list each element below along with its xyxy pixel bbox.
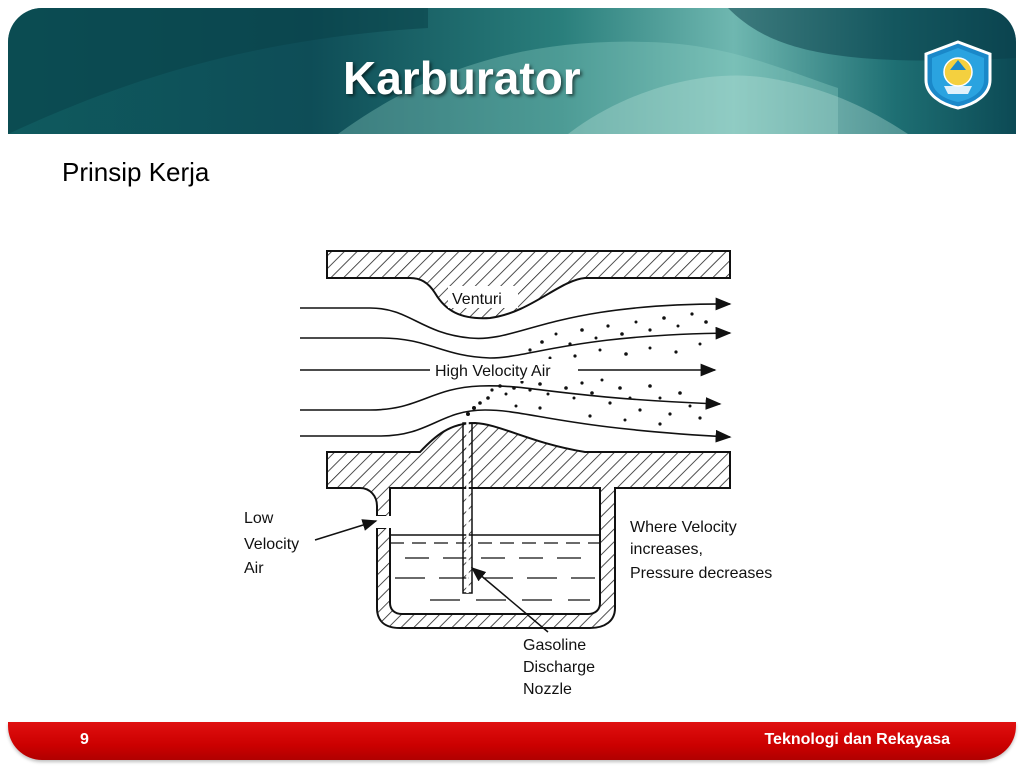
tut-wuri-handayani-emblem-icon [924,40,992,110]
carburetor-venturi-diagram: Venturi High Velocity Air Low Velocity A… [244,250,772,698]
airflow-line-5 [300,409,732,443]
slide-subtitle: Prinsip Kerja [62,157,210,187]
nozzle-pointer-arrow [470,567,549,633]
nozzle-label-line-3: Nozzle [523,681,572,698]
high-velocity-air-label: High Velocity Air [435,363,551,380]
nozzle-label-line-2: Discharge [523,659,595,676]
airflow-line-1 [300,297,732,340]
float-bowl [389,487,601,615]
venturi-label: Venturi [452,291,502,308]
venturi-top-wall [326,250,731,320]
low-velocity-air-arrow [314,519,378,541]
footer-text: Teknologi dan Rekayasa [764,731,950,748]
header-swoosh-decoration [8,8,1016,134]
low-velocity-air-label-line-1: Low [244,510,274,527]
where-velocity-label-line-3: Pressure decreases [630,565,772,582]
vent-opening [374,516,392,528]
where-velocity-label-line-1: Where Velocity [630,519,737,536]
slide-header [8,8,1016,134]
page-number: 9 [80,731,89,748]
low-velocity-air-label-line-3: Air [244,560,264,577]
slide-title: Karburator [343,52,581,104]
where-velocity-label-line-2: increases, [630,541,703,558]
low-velocity-air-label-line-2: Velocity [244,536,299,553]
airflow-line-4 [300,385,722,411]
slide-footer [8,722,1016,760]
nozzle-label-line-1: Gasoline [523,637,586,654]
fuel-spray [466,312,708,426]
airflow-line-2 [300,326,732,359]
